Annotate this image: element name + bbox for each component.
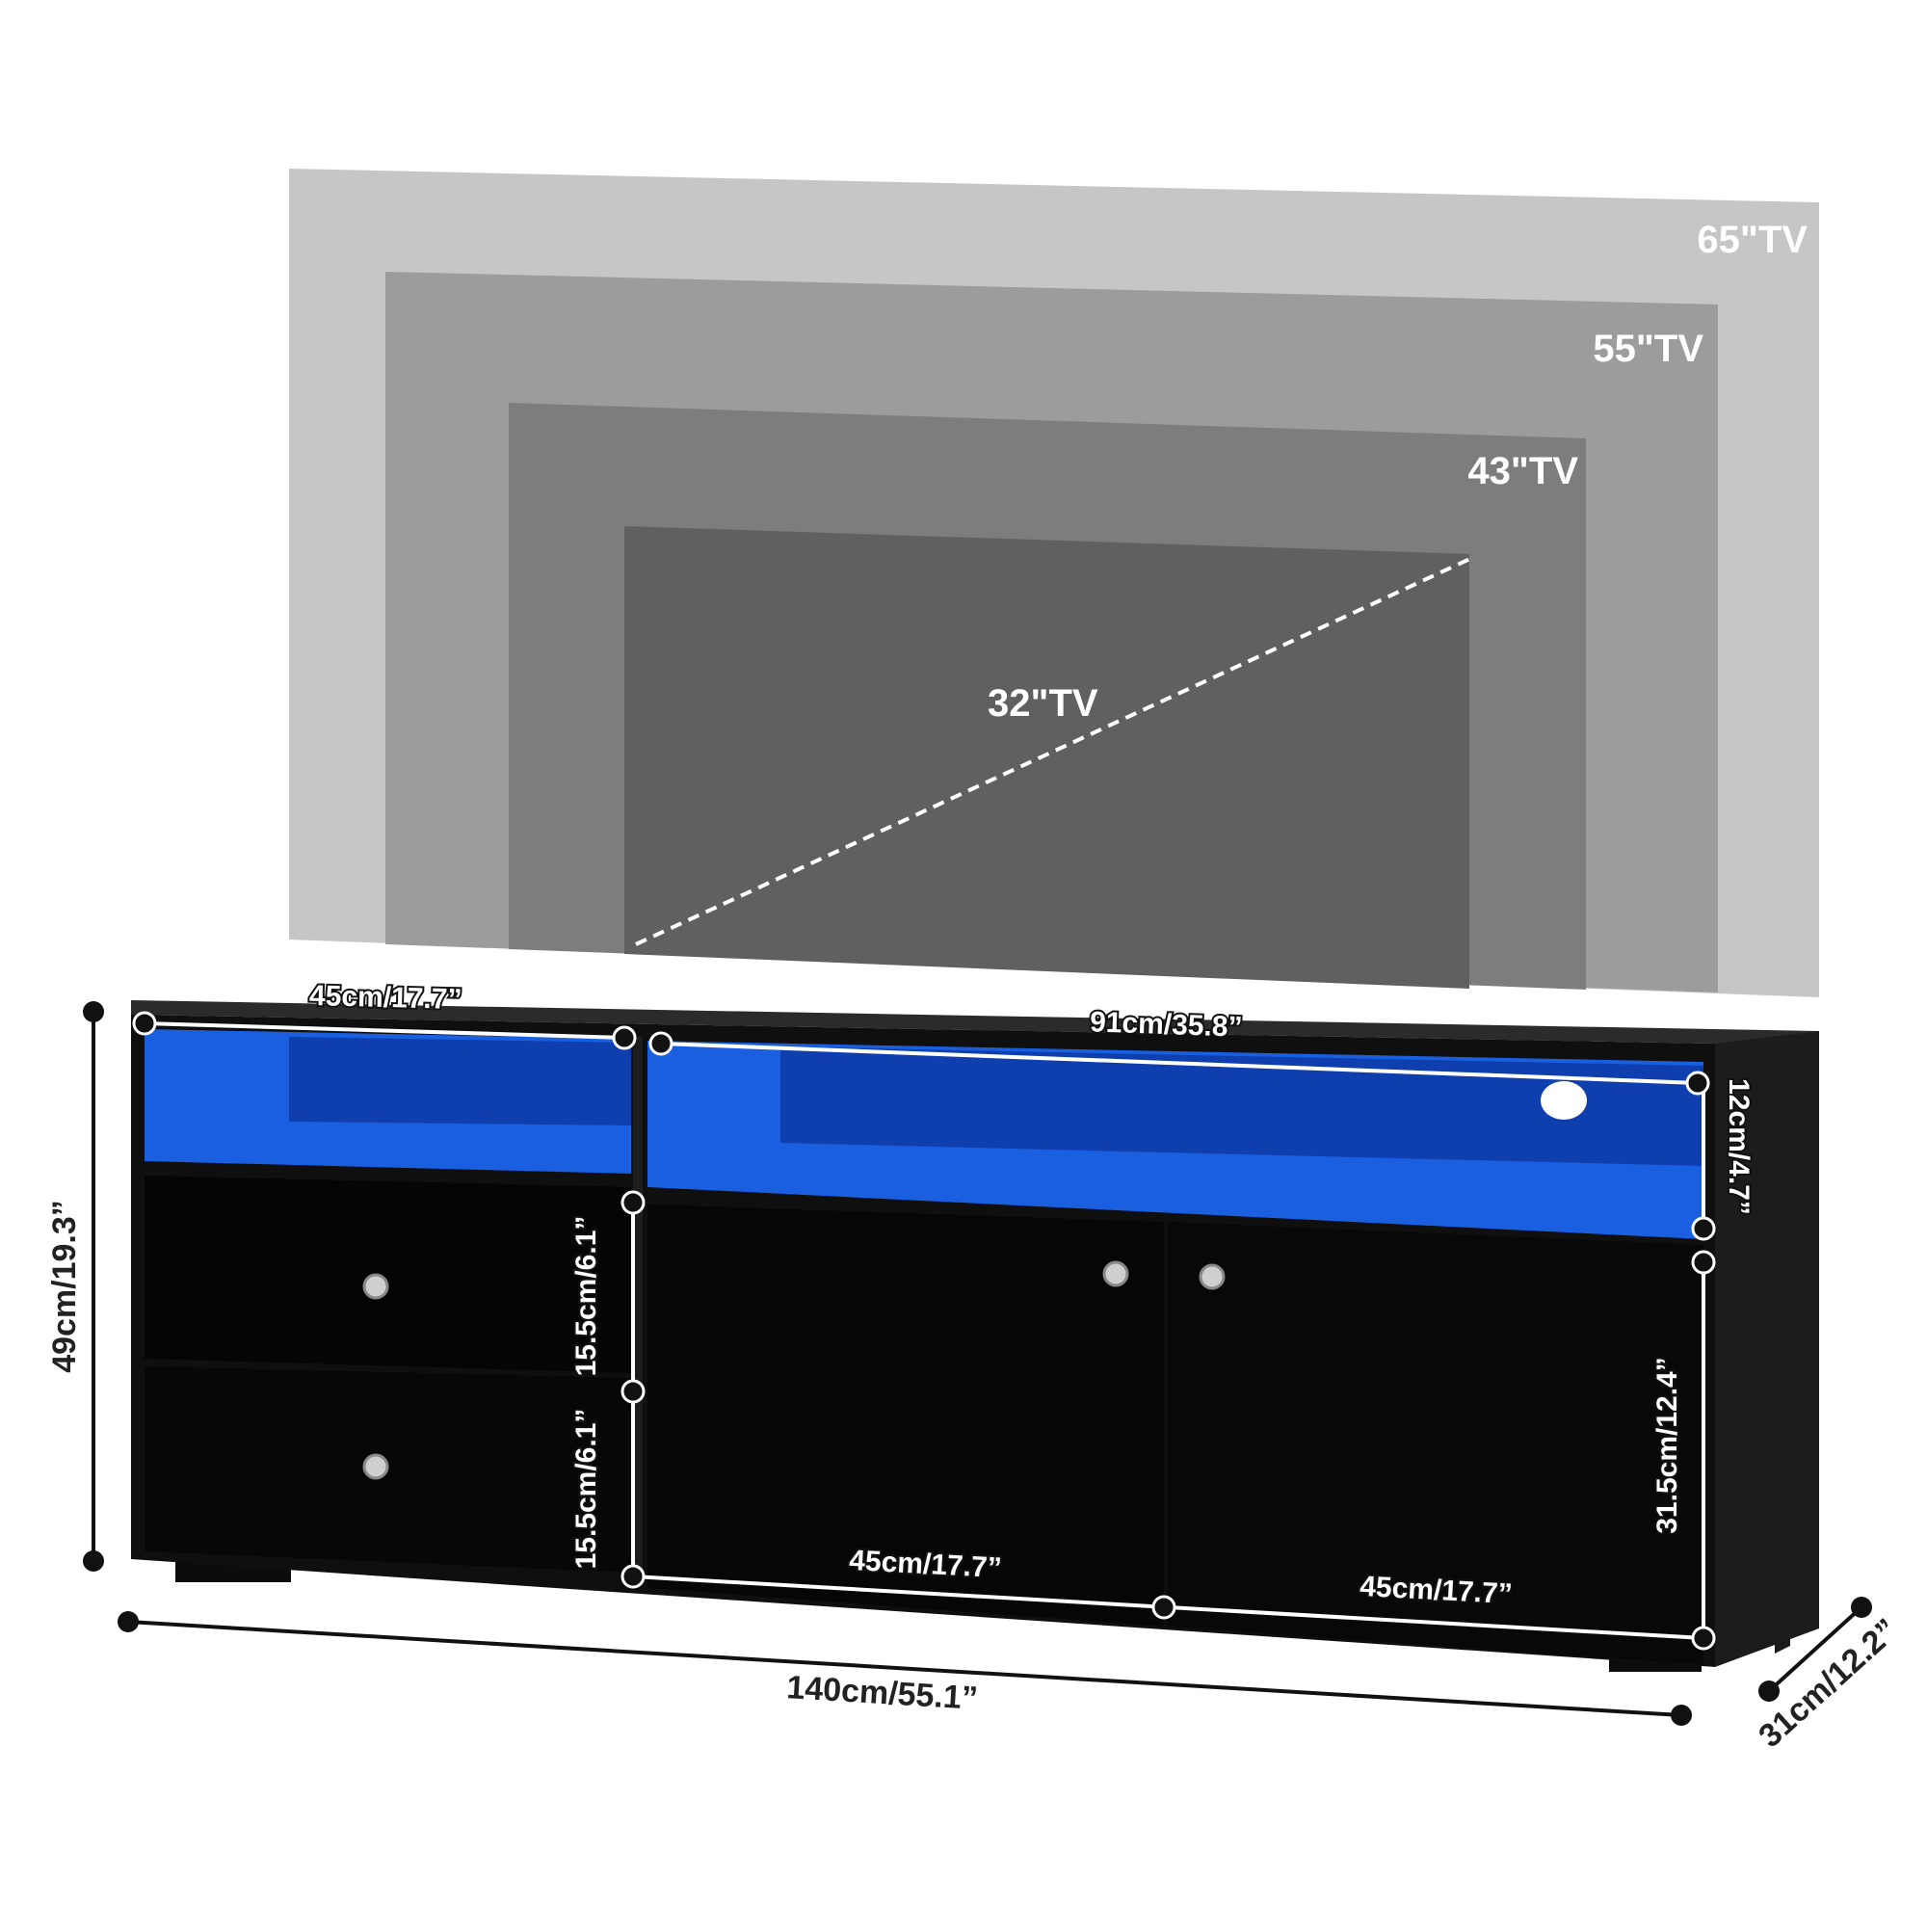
dim-dot xyxy=(648,1031,673,1056)
right-shelf-width-line xyxy=(660,1042,1699,1085)
height-dot-top xyxy=(83,1001,104,1022)
depth-dot-left xyxy=(1758,1681,1780,1702)
door-height-label: 31.5cm/12.4” xyxy=(1651,1357,1683,1533)
dim-dot xyxy=(620,1190,646,1215)
door-left-knob-icon xyxy=(1102,1260,1129,1287)
tv-size-comparison: 65"TV 55"TV 43"TV 32"TV xyxy=(289,169,1819,997)
tv-65-label: 65"TV xyxy=(1697,219,1808,261)
left-shelf-width-line xyxy=(144,1021,625,1040)
dim-dot xyxy=(620,1379,646,1404)
total-height-label: 49cm/19.3” xyxy=(46,1200,83,1373)
cabinet-side xyxy=(1715,1031,1819,1667)
dim-dot xyxy=(1691,1250,1716,1275)
width-dot-left xyxy=(118,1611,139,1632)
external-dimensions xyxy=(83,1001,1872,1726)
tv-32-label: 32"TV xyxy=(988,682,1098,725)
total-width-label: 140cm/55.1” xyxy=(785,1669,978,1717)
height-dot-bottom xyxy=(83,1550,104,1572)
internal-dimension-dots xyxy=(132,1011,1716,1651)
dim-dot xyxy=(612,1025,637,1050)
dim-dot xyxy=(1691,1216,1716,1241)
width-line xyxy=(127,1620,1682,1717)
dim-dot xyxy=(620,1564,646,1589)
drawer-top xyxy=(145,1176,631,1373)
drawer-top-knob-icon xyxy=(362,1273,389,1300)
drawer-bottom-knob-icon xyxy=(362,1453,389,1480)
door-right xyxy=(1168,1222,1703,1665)
led-shelf-left-back xyxy=(289,1037,631,1125)
drawer-top-height-label: 15.5cm/6.1” xyxy=(570,1216,602,1377)
door-right-knob-icon xyxy=(1199,1263,1226,1290)
right-shelf-width-label: 91cm/35.8” xyxy=(1090,1006,1244,1044)
shelf-height-label: 12cm/4.7” xyxy=(1723,1078,1755,1215)
width-dot-right xyxy=(1671,1705,1692,1726)
door-left xyxy=(647,1204,1164,1627)
dim-dot xyxy=(132,1011,157,1036)
cabinet-top xyxy=(131,1000,1819,1045)
drawer-bottom-height-label: 15.5cm/6.1” xyxy=(570,1409,602,1570)
dim-dot xyxy=(1685,1071,1710,1096)
left-shelf-width-label: 45cm/17.7” xyxy=(309,980,462,1016)
depth-line xyxy=(1767,1605,1863,1693)
cable-hole xyxy=(1541,1081,1587,1120)
dim-dot xyxy=(1691,1626,1716,1651)
tv-55-label: 55"TV xyxy=(1593,328,1703,370)
tv-43-label: 43"TV xyxy=(1467,450,1578,492)
depth-dot-right xyxy=(1851,1597,1872,1618)
dim-dot xyxy=(1151,1595,1176,1620)
tv-32-silhouette xyxy=(624,526,1469,989)
